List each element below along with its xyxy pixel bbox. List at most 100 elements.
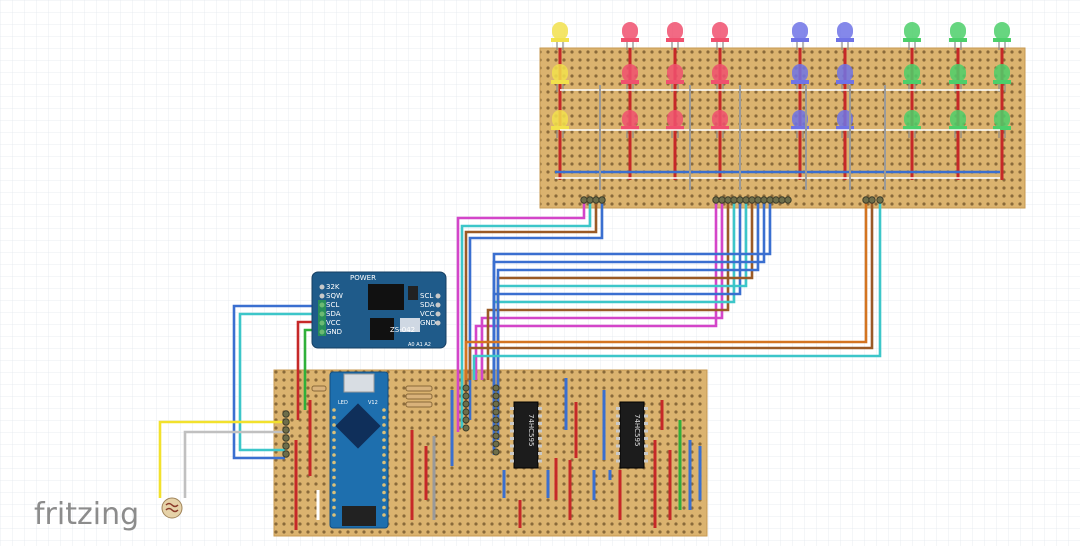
led-green: [949, 22, 967, 50]
led-blue: [836, 22, 854, 50]
led-red: [711, 110, 729, 138]
led-red: [666, 64, 684, 92]
rtc-pin: [435, 320, 441, 326]
led-green: [903, 110, 921, 138]
wire-terminal: [586, 196, 594, 204]
arduino-pin: [332, 468, 336, 472]
wire-terminal: [724, 196, 732, 204]
arduino-pin: [332, 408, 336, 412]
wire-terminal: [766, 196, 774, 204]
led-board-terminals: [580, 196, 884, 204]
arduino-led-label: LED: [338, 400, 348, 406]
led-green: [993, 22, 1011, 50]
wire-terminal: [492, 384, 500, 392]
wire-terminal: [492, 400, 500, 408]
wire-terminal: [868, 196, 876, 204]
wire-terminal: [712, 196, 720, 204]
arduino-pin: [382, 430, 386, 435]
wire-terminal: [282, 450, 290, 458]
wire-terminal: [282, 442, 290, 450]
led-red: [621, 110, 639, 138]
rtc-addr-label: A0 A1 A2: [408, 342, 431, 348]
wire-terminal: [462, 384, 470, 392]
rtc-part-label: ZS-042: [390, 326, 415, 334]
wire-terminal: [862, 196, 870, 204]
led-green: [903, 22, 921, 50]
arduino-pin: [382, 513, 386, 517]
arduino-pin: [332, 513, 336, 517]
arduino-pin: [382, 505, 386, 510]
wire-terminal: [492, 408, 500, 416]
arduino-pins: [332, 408, 386, 517]
led-board-wiring: [555, 85, 1000, 190]
resistors: [311, 385, 433, 408]
wire-terminal: [598, 196, 606, 204]
rtc-pin-label: SCL: [420, 292, 433, 300]
wire-terminal: [282, 410, 290, 418]
rtc-pin-label: SCL: [326, 301, 339, 309]
photoresistor: [161, 497, 183, 519]
wire-terminal: [784, 196, 792, 204]
rtc-pin-label: GND: [420, 319, 436, 327]
rtc-pin: [435, 293, 441, 299]
wire-terminal: [462, 408, 470, 416]
rtc-pin: [435, 302, 441, 308]
rtc-pin-label: SQW: [326, 292, 343, 300]
arduino-pin: [382, 445, 386, 450]
rtc-pin-label: VCC: [420, 310, 435, 318]
arduino-pin: [382, 490, 386, 495]
wire-terminal: [462, 416, 470, 424]
arduino-pin: [332, 415, 336, 420]
rtc-pin-label: SDA: [326, 310, 341, 318]
wire-terminal: [748, 196, 756, 204]
wire-terminal: [492, 432, 500, 440]
rtc-pin-label: GND: [326, 328, 342, 336]
rtc-pin: [319, 293, 325, 299]
fritzing-logo: fritzing: [34, 497, 139, 532]
wire-terminal: [282, 426, 290, 434]
arduino-pin: [332, 430, 336, 435]
led-blue: [836, 64, 854, 92]
arduino-pin: [382, 468, 386, 472]
wire-terminal: [778, 196, 786, 204]
arduino-pin: [382, 408, 386, 412]
led-red: [666, 110, 684, 138]
rtc-pin-label: VCC: [326, 319, 341, 327]
arduino-pin: [382, 453, 386, 457]
arduino-pin: [332, 490, 336, 495]
arduino-nano: LED V12: [329, 371, 389, 529]
arduino-pin: [332, 423, 336, 427]
led-green: [949, 110, 967, 138]
wire-terminal: [580, 196, 588, 204]
arduino-pin: [332, 483, 336, 487]
wire-terminal: [492, 392, 500, 400]
wire-terminal: [282, 418, 290, 426]
rtc-pin-label: SDA: [420, 301, 435, 309]
arduino-pin: [332, 498, 336, 502]
led-red: [621, 22, 639, 50]
rtc-pin: [435, 311, 441, 317]
rtc-pin: [319, 284, 325, 290]
shift-register-label: 74HC595: [527, 414, 535, 446]
wire-terminal: [462, 424, 470, 432]
wire-terminal: [736, 196, 744, 204]
arduino-pwr-label: V12: [368, 400, 378, 406]
rtc-power-label: POWER: [350, 274, 376, 282]
rtc-wires: [158, 304, 318, 498]
arduino-pin: [382, 415, 386, 420]
led-blue: [791, 22, 809, 50]
wire-terminal: [492, 440, 500, 448]
arduino-pin: [332, 460, 336, 465]
shift-register-ic: 74HC595: [616, 401, 648, 469]
wire-terminal: [462, 392, 470, 400]
shift-register-label: 74HC595: [633, 414, 641, 446]
arduino-pin: [382, 438, 386, 442]
arduino-pin: [382, 475, 386, 480]
wire-terminal: [730, 196, 738, 204]
wire-terminal: [282, 434, 290, 442]
arduino-pin: [382, 423, 386, 427]
shift-register-layer: 74HC595 74HC595: [510, 401, 648, 469]
